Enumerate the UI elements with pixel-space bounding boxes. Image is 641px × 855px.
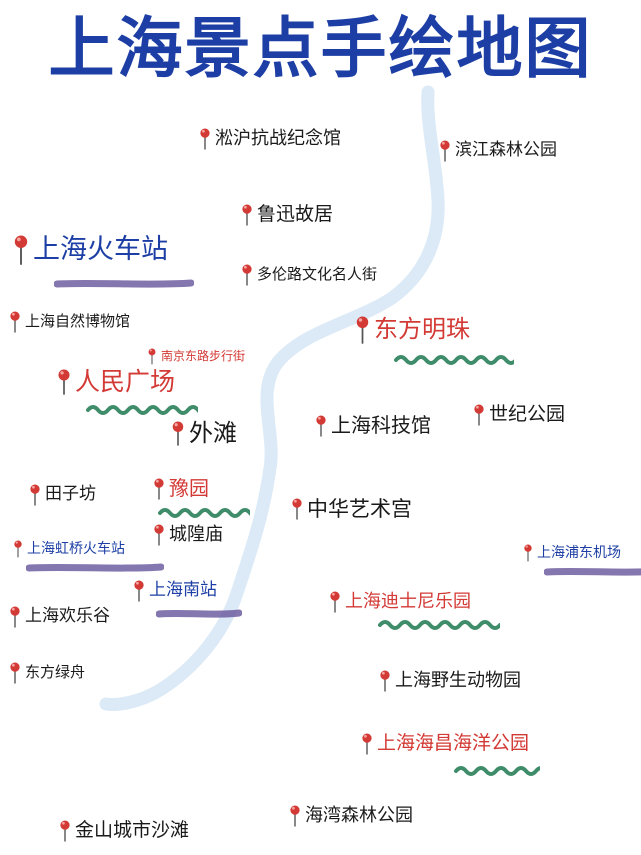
attraction-label: 淞沪抗战纪念馆	[215, 127, 341, 149]
attraction-label: 上海南站	[149, 580, 217, 601]
attraction-label: 多伦路文化名人街	[257, 265, 378, 284]
attraction-label: 滨江森林公园	[455, 140, 557, 161]
attraction-label: 上海欢乐谷	[25, 606, 110, 627]
attraction-marker: 上海海昌海洋公园	[362, 732, 530, 755]
map-pin-icon	[200, 128, 210, 150]
map-pin-icon	[242, 204, 252, 226]
attraction-label: 上海海昌海洋公园	[377, 732, 530, 755]
attraction-marker: 上海南站	[134, 580, 217, 602]
map-pin-icon	[316, 415, 326, 437]
attraction-label: 金山城市沙滩	[75, 819, 190, 842]
map-pin-icon	[242, 264, 252, 286]
green-wave-underline	[378, 620, 500, 630]
map-pin-icon	[10, 311, 20, 333]
map-pin-icon	[474, 404, 484, 426]
attraction-label: 豫园	[169, 476, 209, 500]
attraction-label: 东方绿舟	[25, 663, 86, 682]
attraction-marker: 人民广场	[58, 367, 176, 397]
green-wave-underline	[394, 355, 514, 365]
attraction-label: 上海野生动物园	[395, 669, 521, 691]
attraction-marker: 淞沪抗战纪念馆	[200, 128, 341, 150]
map-pin-icon	[134, 580, 144, 602]
attraction-marker: 上海迪士尼乐园	[330, 591, 471, 613]
map-title: 上海景点手绘地图	[48, 10, 593, 87]
attraction-label: 田子坊	[45, 484, 96, 505]
map-pin-icon	[172, 421, 184, 447]
map-pin-icon	[154, 524, 164, 546]
attraction-marker: 海湾森林公园	[290, 805, 413, 827]
attraction-marker: 金山城市沙滩	[60, 819, 190, 842]
map-pin-icon	[290, 805, 300, 827]
purple-underline-stroke	[544, 567, 641, 576]
attraction-marker: 鲁迅故居	[242, 203, 334, 226]
purple-underline-stroke	[26, 563, 164, 572]
attraction-marker: 世纪公园	[474, 403, 566, 426]
attraction-label: 外滩	[189, 419, 237, 447]
attraction-label: 中华艺术宫	[307, 497, 412, 521]
attraction-label: 人民广场	[75, 367, 176, 396]
attraction-label: 南京东路步行街	[161, 348, 246, 363]
attraction-label: 东方明珠	[374, 315, 470, 344]
attraction-marker: 上海自然博物馆	[10, 311, 130, 333]
green-wave-underline	[158, 508, 250, 518]
attraction-label: 世纪公园	[489, 403, 566, 426]
map-pin-icon	[14, 540, 22, 558]
attraction-marker: 外滩	[172, 419, 237, 448]
attraction-marker: 多伦路文化名人街	[242, 264, 377, 286]
attraction-marker: 南京东路步行街	[148, 348, 245, 365]
attraction-marker: 东方明珠	[356, 316, 470, 344]
attraction-marker: 豫园	[154, 477, 209, 500]
attraction-label: 上海迪士尼乐园	[345, 590, 471, 612]
attraction-marker: 上海虹桥火车站	[14, 540, 125, 558]
attraction-marker: 东方绿舟	[10, 662, 85, 684]
attraction-label: 上海科技馆	[331, 413, 431, 437]
map-pin-icon	[10, 606, 20, 628]
map-pin-icon	[30, 484, 40, 506]
map-pin-icon	[292, 498, 302, 520]
attraction-marker: 上海浦东机场	[524, 544, 621, 562]
map-pin-icon	[60, 820, 70, 842]
attraction-label: 城隍庙	[169, 523, 223, 545]
green-wave-underline	[86, 405, 198, 415]
map-pin-icon	[154, 478, 164, 500]
attraction-label: 上海火车站	[33, 234, 168, 265]
map-pin-icon	[356, 316, 369, 344]
attraction-marker: 田子坊	[30, 484, 96, 506]
attraction-label: 上海自然博物馆	[25, 312, 131, 331]
map-pin-icon	[58, 369, 70, 396]
attraction-label: 上海虹桥火车站	[27, 540, 125, 557]
attraction-marker: 上海科技馆	[316, 414, 431, 437]
purple-underline-stroke	[54, 279, 194, 288]
map-pin-icon	[10, 662, 20, 684]
attraction-marker: 上海火车站	[14, 234, 168, 265]
attraction-marker: 上海欢乐谷	[10, 606, 110, 628]
map-pin-icon	[380, 670, 390, 692]
attraction-marker: 滨江森林公园	[440, 140, 557, 162]
map-pin-icon	[524, 544, 532, 562]
attraction-label: 鲁迅故居	[257, 203, 334, 226]
map-pin-icon	[330, 591, 340, 613]
attraction-label: 上海浦东机场	[537, 544, 621, 561]
map-pin-icon	[440, 140, 450, 162]
attraction-marker: 城隍庙	[154, 524, 223, 546]
attraction-label: 海湾森林公园	[305, 804, 413, 826]
attraction-marker: 上海野生动物园	[380, 670, 521, 692]
purple-underline-stroke	[156, 609, 242, 618]
map-pin-icon	[148, 348, 156, 365]
map-pin-icon	[362, 733, 372, 755]
attraction-marker: 中华艺术宫	[292, 497, 412, 521]
green-wave-underline	[454, 766, 540, 776]
map-pin-icon	[14, 235, 28, 265]
